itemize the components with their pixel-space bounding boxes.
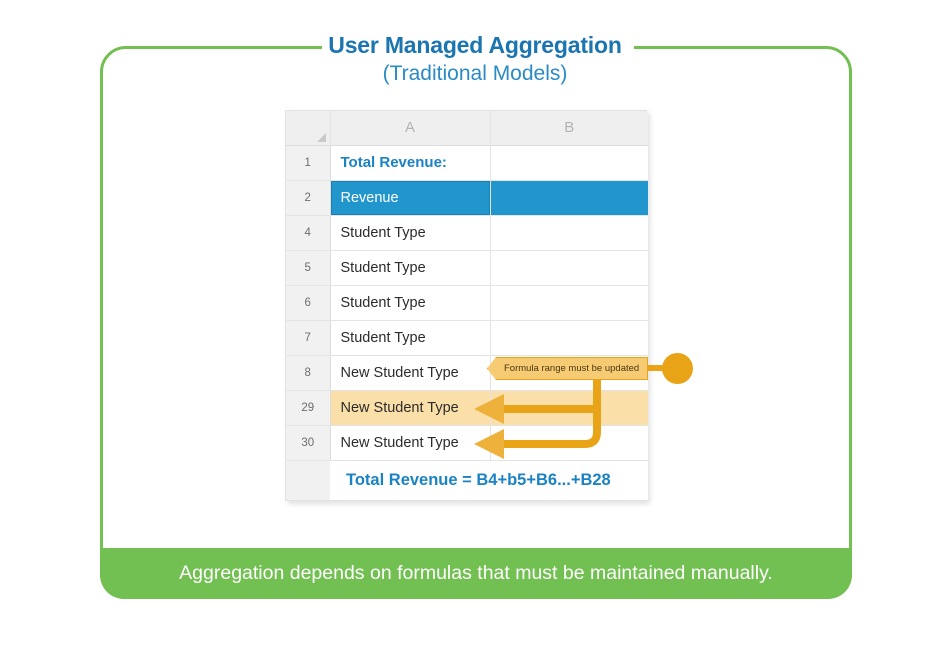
table-row[interactable]: 30 New Student Type [286, 425, 648, 461]
cell-b[interactable] [490, 285, 648, 321]
cell-a[interactable]: Student Type [330, 215, 491, 251]
cell-a[interactable]: Total Revenue: [330, 145, 491, 181]
cell-b[interactable] [490, 180, 648, 216]
row-number[interactable]: 2 [286, 180, 331, 216]
row-number[interactable]: 29 [286, 390, 331, 426]
cell-a[interactable]: New Student Type [330, 425, 491, 461]
cell-b[interactable] [490, 215, 648, 251]
cell-a[interactable]: Revenue [330, 180, 491, 216]
row-number[interactable]: 8 [286, 355, 331, 391]
row-number[interactable]: 30 [286, 425, 331, 461]
table-row[interactable]: 2 Revenue [286, 180, 648, 216]
callout-endpoint-dot [662, 353, 693, 384]
footer-text: Aggregation depends on formulas that mus… [179, 562, 773, 584]
row-number [286, 460, 330, 500]
table-row[interactable]: 5 Student Type [286, 250, 648, 286]
cell-a[interactable]: New Student Type [330, 390, 491, 426]
formula-row: Total Revenue = B4+b5+B6...+B28 [286, 460, 648, 500]
row-number[interactable]: 6 [286, 285, 331, 321]
select-all-corner[interactable] [286, 111, 331, 146]
triangle-icon [316, 132, 326, 142]
title-block: User Managed Aggregation (Traditional Mo… [0, 30, 950, 88]
cell-b[interactable] [490, 425, 648, 461]
spreadsheet: A B 1 Total Revenue: 2 Revenue 4 Stud [285, 110, 648, 501]
page-title: User Managed Aggregation [328, 32, 622, 58]
callout-text: Formula range must be updated [504, 363, 640, 374]
formula-text: Total Revenue = B4+b5+B6...+B28 [330, 460, 648, 500]
table-row[interactable]: 7 Student Type [286, 320, 648, 356]
column-header-a[interactable]: A [330, 111, 491, 146]
row-number[interactable]: 4 [286, 215, 331, 251]
row-number[interactable]: 7 [286, 320, 331, 356]
cell-b[interactable] [490, 250, 648, 286]
cell-b[interactable] [490, 145, 648, 181]
table-row[interactable]: 6 Student Type [286, 285, 648, 321]
table-row[interactable]: 29 New Student Type [286, 390, 648, 426]
spreadsheet-table: A B 1 Total Revenue: 2 Revenue 4 Stud [286, 111, 648, 500]
spreadsheet-body: 1 Total Revenue: 2 Revenue 4 Student Typ… [286, 145, 648, 500]
frame-title-gap [322, 30, 634, 52]
row-number[interactable]: 5 [286, 250, 331, 286]
footer-banner: Aggregation depends on formulas that mus… [100, 548, 852, 599]
table-row[interactable]: 1 Total Revenue: [286, 145, 648, 181]
column-header-row: A B [286, 111, 648, 146]
page-subtitle: (Traditional Models) [382, 62, 568, 85]
cell-a[interactable]: Student Type [330, 320, 491, 356]
column-header-b[interactable]: B [490, 111, 648, 146]
cell-a[interactable]: Student Type [330, 285, 491, 321]
row-number[interactable]: 1 [286, 145, 331, 181]
callout-label: Formula range must be updated [487, 357, 649, 380]
cell-b[interactable] [490, 390, 648, 426]
cell-a[interactable]: New Student Type [330, 355, 491, 391]
cell-b[interactable] [490, 320, 648, 356]
cell-a[interactable]: Student Type [330, 250, 491, 286]
table-row[interactable]: 4 Student Type [286, 215, 648, 251]
